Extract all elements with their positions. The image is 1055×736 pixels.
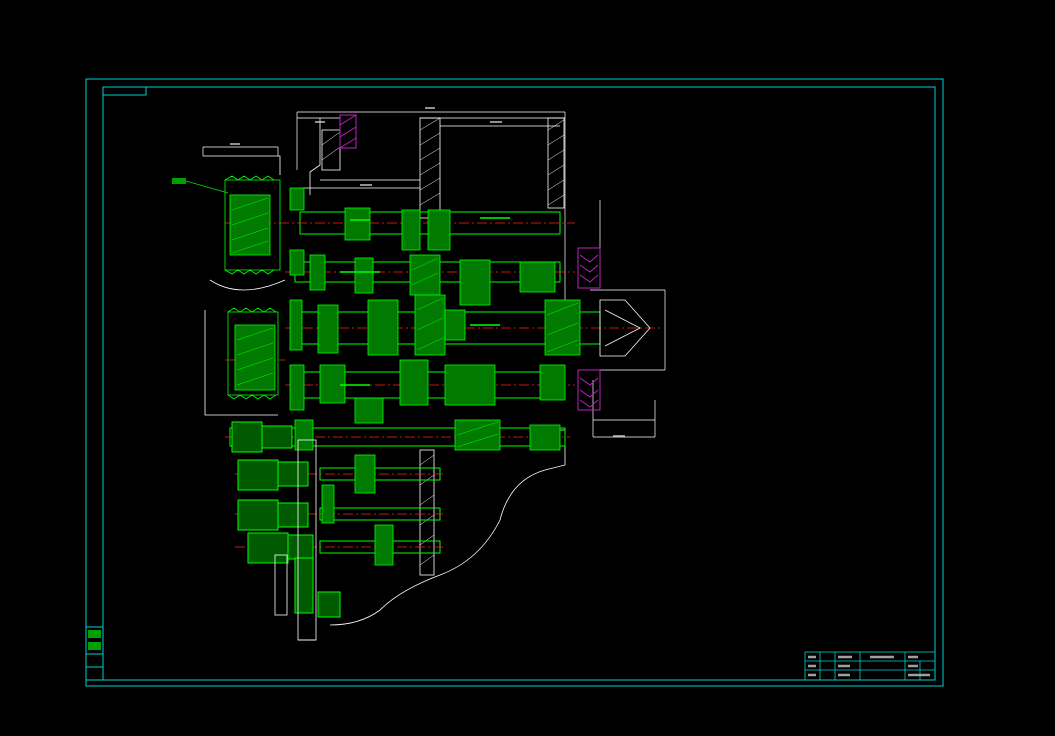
corner-tag-box: [102, 86, 147, 96]
inner-border: [102, 86, 936, 681]
fork-rods: [274, 439, 317, 641]
outer-border: [85, 78, 944, 687]
binding-stamp: [85, 626, 104, 681]
wall-hatching: [321, 117, 565, 566]
dimension-ticks: [230, 107, 625, 437]
taper-end: [599, 299, 651, 357]
leader-callout: [172, 178, 229, 194]
magenta-parts: [339, 114, 601, 411]
title-block: [804, 651, 936, 681]
shift-forks: [231, 421, 341, 618]
sheet-frame: [85, 78, 944, 687]
spline-teeth: [224, 175, 281, 400]
dimension-lines: [202, 111, 666, 438]
gear-blocks: [229, 187, 581, 566]
housing-outline: [203, 118, 566, 626]
gearbox-assembly: [172, 107, 666, 641]
gear-hatching: [231, 197, 579, 448]
